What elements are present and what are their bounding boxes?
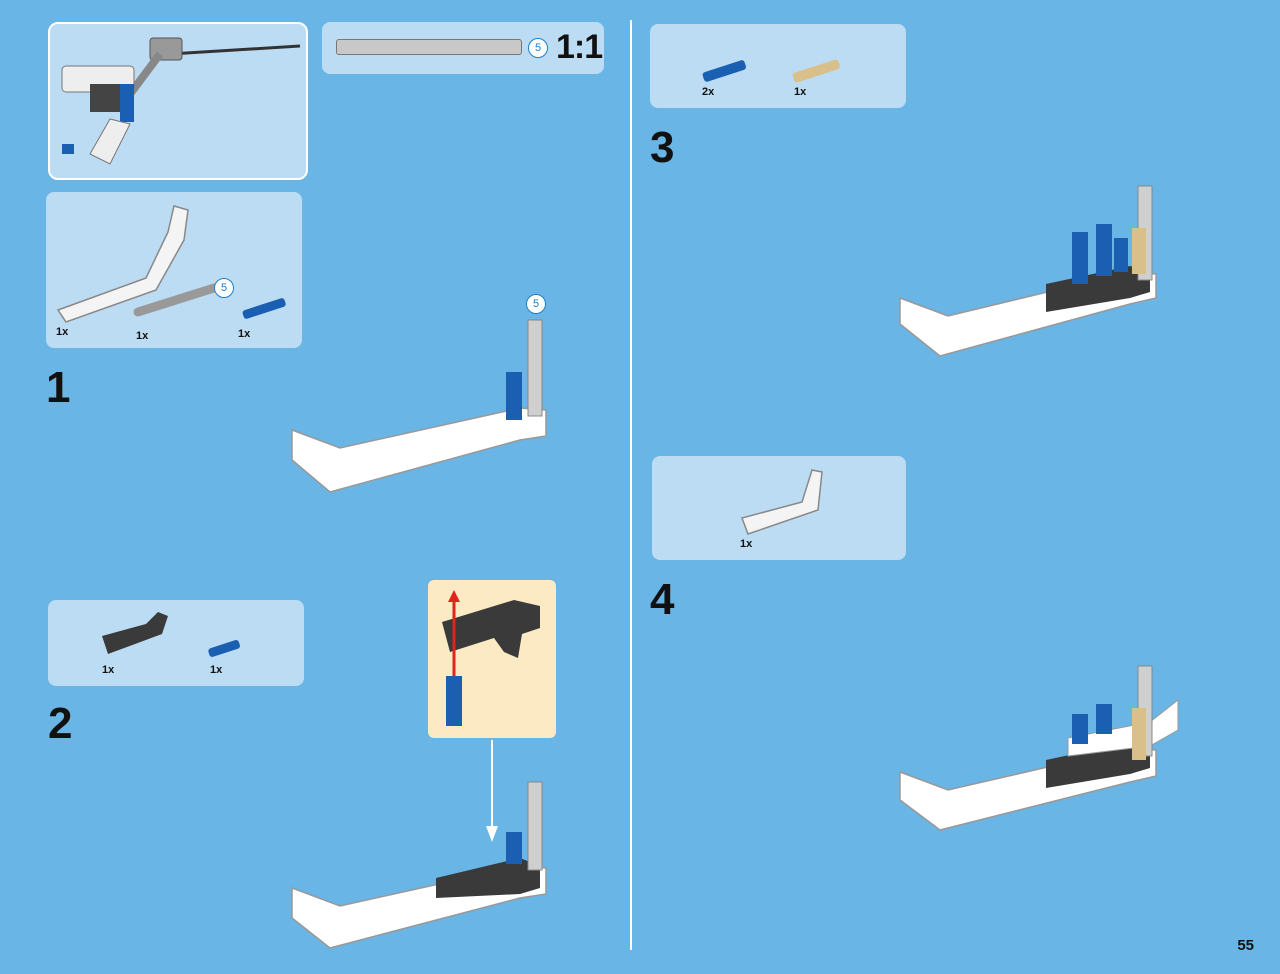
step-3-part-2-qty: 1x — [794, 86, 807, 98]
pin-icon — [702, 59, 840, 83]
step-3-number: 3 — [650, 123, 675, 172]
page-number: 55 — [1237, 937, 1254, 954]
step-2-part-1-qty: 1x — [102, 664, 115, 676]
step-4-part-1-qty: 1x — [740, 538, 753, 550]
step-2-part-2-qty: 1x — [210, 664, 223, 676]
step-1-parts: 1x 1x 5 1x — [46, 192, 302, 348]
l-beam-icon — [102, 612, 240, 657]
scale-box: 5 1:1 — [322, 22, 604, 74]
step-2-number: 2 — [48, 699, 73, 748]
step-2-callout — [428, 580, 556, 738]
step-1-part-2-badge: 5 — [214, 278, 234, 298]
l-beam-icon — [741, 469, 823, 535]
step-1-part-1-qty: 1x — [56, 326, 69, 338]
arrow-up-icon — [442, 590, 540, 726]
step-3-parts: 2x 1x — [650, 24, 906, 108]
length-badge: 5 — [528, 38, 548, 58]
step-4-parts: 1x — [652, 456, 906, 560]
scale-label: 1:1 — [556, 28, 603, 66]
step-4-number: 4 — [650, 575, 675, 624]
assembly-preview — [48, 22, 308, 180]
step-3-part-1-qty: 2x — [702, 86, 715, 98]
page-divider — [630, 20, 632, 950]
axle-icon — [336, 39, 522, 55]
step-1-part-3-qty: 1x — [238, 328, 251, 340]
step-1-model-badge: 5 — [526, 294, 546, 314]
bent-beam-icon — [56, 205, 286, 323]
step-1-number: 1 — [46, 363, 71, 412]
assembly-preview-icon — [61, 37, 301, 165]
step-1-part-2-qty: 1x — [136, 330, 149, 342]
step-2-parts: 1x 1x — [48, 600, 304, 686]
